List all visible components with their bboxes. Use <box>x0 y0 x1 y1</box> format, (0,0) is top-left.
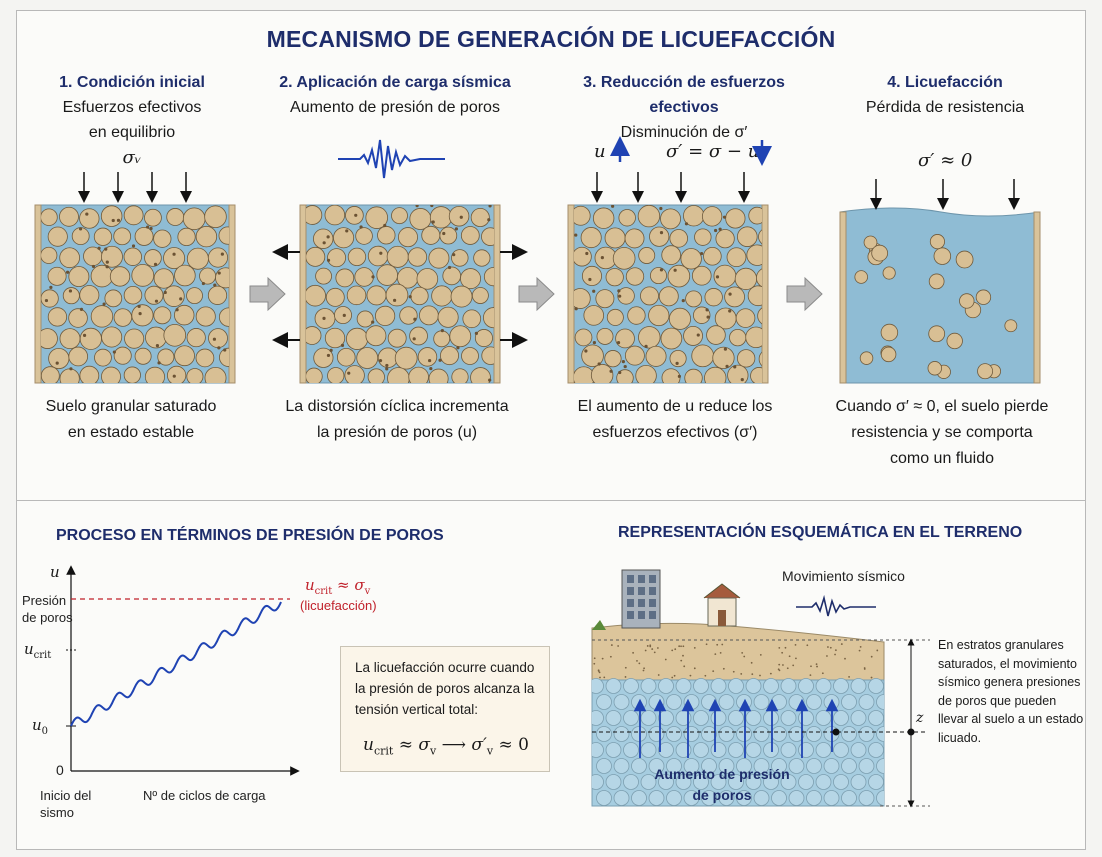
pressure-label-1: Aumento de presión <box>654 766 790 782</box>
soil-sample-1 <box>34 172 236 384</box>
soil-sample-4 <box>839 179 1041 384</box>
terrain-section-title: REPRESENTACIÓN ESQUEMÁTICA EN EL TERRENO <box>618 524 1023 541</box>
soil-sample-2 <box>299 204 501 384</box>
graph-section-title: PROCESO EN TÉRMINOS DE PRESIÓN DE POROS <box>56 527 444 544</box>
step3-header: 3. Reducción de esfuerzos efectivos Dism… <box>549 70 819 145</box>
pore-pressure-increase-label: Aumento de presión de poros <box>652 764 792 806</box>
graph-y-label-1: Presión <box>22 593 67 608</box>
step4-caption-1: Cuando σ′ ≈ 0, el suelo pierde <box>835 398 1049 415</box>
step4-caption-3: como un fluido <box>889 450 995 467</box>
step2-caption-2: la presión de poros (u) <box>316 424 478 441</box>
eq-u: u <box>363 735 374 755</box>
step3-heading: 3. Reducción de esfuerzos efectivos <box>583 74 785 116</box>
eq-end-sub: v <box>486 744 494 758</box>
step4-symbol: σ′ ≈ 0 <box>918 150 973 171</box>
liquefaction-note: (licuefacción) <box>300 598 377 613</box>
pore-pressure-graph <box>66 565 300 776</box>
critical-condition-label: ucrit ≈ σv <box>305 576 370 597</box>
graph-x-start-2: sismo <box>40 805 74 820</box>
graph-origin-label: 0 <box>56 762 64 778</box>
next-arrow-icon-2 <box>518 276 555 312</box>
figure-title: MECANISMO DE GENERACIÓN DE LICUEFACCIÓN <box>266 26 836 52</box>
note-text: La licuefacción ocurre cuando la presión… <box>355 660 535 717</box>
step4-heading: 4. Licuefacción <box>887 74 1003 91</box>
graph-y-symbol: u <box>50 563 60 581</box>
eq-sub2: v <box>429 744 437 758</box>
crit-sub2: v <box>364 586 371 597</box>
step2-header: 2. Aplicación de carga sísmica Aumento d… <box>260 70 530 120</box>
u0-tick-u: u <box>32 716 42 734</box>
step4-caption-2: resistencia y se comporta <box>851 424 1033 441</box>
step3-effective-stress-eq: σ′ = σ − u <box>666 141 760 162</box>
section-divider <box>16 500 1086 501</box>
graph-x-start-1: Inicio del <box>40 788 92 803</box>
step2-line1: Aumento de presión de poros <box>290 99 500 116</box>
step1-caption-1: Suelo granular saturado <box>45 398 217 415</box>
terrain-side-text: En estratos granulares saturados, el mov… <box>938 638 1084 745</box>
step1-symbol: σᵥ <box>122 147 142 168</box>
next-arrow-icon-3 <box>786 276 823 312</box>
graph-x-label: Nº de ciclos de carga <box>143 788 266 803</box>
next-arrow-icon-1 <box>249 276 286 312</box>
eq-end: σ′ <box>471 735 487 755</box>
step1-line1: Esfuerzos efectivos <box>62 99 202 116</box>
u-crit-tick-sub: crit <box>33 650 52 661</box>
crit-u: u <box>305 576 315 594</box>
step4-header: 4. Licuefacción Pérdida de resistencia <box>810 70 1080 120</box>
step1-caption-2: en estado estable <box>67 424 195 441</box>
soil-sample-3 <box>567 172 769 384</box>
eq-end-rest: ≈ 0 <box>493 735 529 755</box>
graph-y-label-2: de poros <box>22 610 73 625</box>
figure-frame <box>16 10 1086 850</box>
terrain-seismic-wave-icon <box>796 594 876 617</box>
step3-line1: Disminución de σ′ <box>620 124 748 141</box>
u0-tick-sub: 0 <box>41 726 49 737</box>
seismic-wave-icon <box>338 139 445 179</box>
step1-caption: Suelo granular saturado en estado establ… <box>0 394 266 446</box>
step2-caption-1: La distorsión cíclica incrementa <box>285 398 509 415</box>
step4-line1: Pérdida de resistencia <box>865 99 1025 116</box>
terrain-diagram <box>591 569 930 808</box>
step1-line2: en equilibrio <box>88 124 176 141</box>
u0-tick-label: u0 <box>32 716 48 737</box>
eq-mid: ≈ σ <box>393 735 430 755</box>
step2-caption: La distorsión cíclica incrementa la pres… <box>262 394 532 446</box>
step1-heading: 1. Condición inicial <box>59 74 205 91</box>
depth-symbol: z <box>916 710 924 726</box>
step3-caption-1: El aumento de u reduce los <box>577 398 773 415</box>
liquefaction-condition-box: La licuefacción ocurre cuando la presión… <box>340 646 550 772</box>
pore-pressure-curve <box>70 601 282 727</box>
crit-sub: crit <box>314 586 333 597</box>
seismic-motion-label: Movimiento sísmico <box>782 568 905 584</box>
eq-sub: crit <box>373 744 394 758</box>
graph-x-start-label: Inicio del sismo <box>40 787 91 821</box>
step3-u-symbol: u <box>594 141 606 162</box>
step3-caption: El aumento de u reduce los esfuerzos efe… <box>540 394 810 446</box>
step1-header: 1. Condición inicial Esfuerzos efectivos… <box>0 70 267 170</box>
step2-heading: 2. Aplicación de carga sísmica <box>279 74 511 91</box>
graph-y-label: Presión de poros <box>22 592 73 626</box>
note-equation: ucrit ≈ σv ⟶ σ′v ≈ 0 <box>363 735 529 757</box>
u-crit-tick-label: ucrit <box>24 640 51 661</box>
step4-caption: Cuando σ′ ≈ 0, el suelo pierde resistenc… <box>807 394 1077 472</box>
pressure-label-2: de poros <box>692 787 752 803</box>
crit-rest: ≈ σ <box>332 576 365 594</box>
process-diagram <box>34 136 1041 384</box>
eq-arrow: ⟶ <box>441 735 466 755</box>
u-crit-tick-u: u <box>24 640 34 658</box>
step3-caption-2: esfuerzos efectivos (σ′) <box>592 424 758 441</box>
